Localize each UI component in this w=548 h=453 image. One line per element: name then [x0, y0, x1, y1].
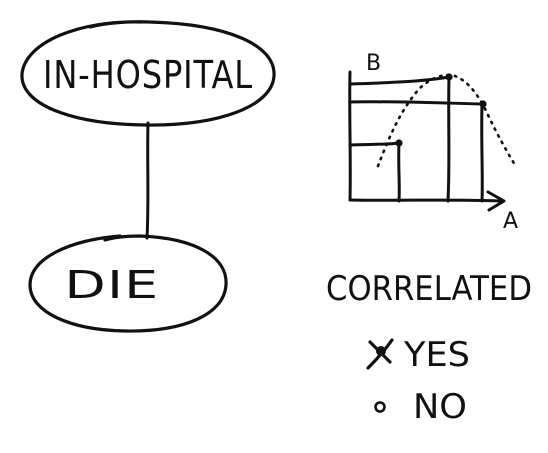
point-small	[395, 139, 403, 147]
option-yes-label: YES	[403, 335, 470, 375]
circle-marker-icon	[374, 401, 386, 413]
node-in-hospital: IN-HOSPITAL	[20, 20, 276, 127]
node-die-ellipse	[28, 234, 228, 333]
y-axis-label: B	[366, 51, 381, 76]
node-in-hospital-ellipse	[20, 20, 276, 127]
option-no[interactable]: NO	[374, 387, 468, 427]
selection-box-medium	[348, 100, 484, 203]
node-die-label: DIE	[65, 263, 160, 307]
x-axis	[348, 198, 502, 203]
node-in-hospital-label: IN-HOSPITAL	[43, 53, 253, 97]
option-yes[interactable]: YES	[366, 335, 470, 375]
y-axis	[348, 70, 352, 202]
causal-diagram: IN-HOSPITAL DIE	[20, 20, 276, 333]
x-mark-icon	[366, 338, 394, 370]
correlated-question: CORRELATED YES NO	[326, 269, 532, 427]
question-title: CORRELATED	[326, 269, 532, 309]
edge-in-hospital-to-die	[145, 121, 150, 240]
node-die: DIE	[28, 234, 228, 333]
selection-sketch: B A	[348, 51, 518, 234]
x-axis-arrowhead	[486, 190, 506, 212]
x-axis-label: A	[503, 209, 518, 234]
selection-box-small	[348, 141, 401, 203]
option-no-label: NO	[413, 387, 467, 427]
frontier-curve	[376, 73, 517, 168]
